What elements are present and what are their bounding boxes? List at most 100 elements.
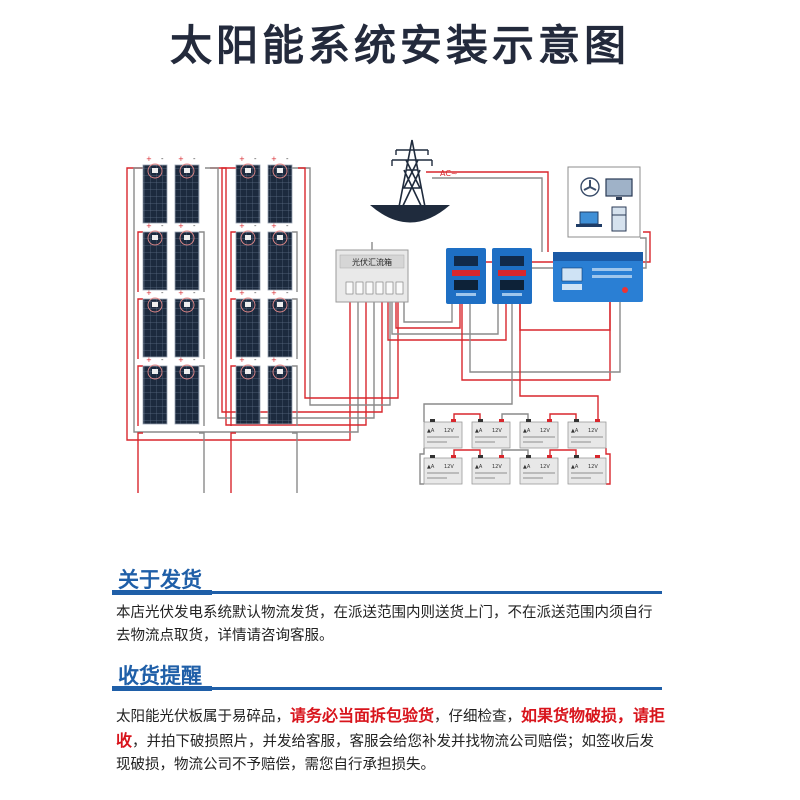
positive-wire bbox=[519, 304, 599, 422]
positive-wire bbox=[461, 300, 611, 381]
battery: ▲A 12V bbox=[567, 419, 607, 449]
negative-terminal-label: - bbox=[254, 289, 257, 297]
battery-spec-label: 12V bbox=[540, 464, 550, 470]
solar-panel: +- bbox=[142, 155, 168, 224]
solar-panel: +- bbox=[267, 155, 293, 224]
inverter bbox=[553, 252, 643, 302]
negative-wire bbox=[292, 432, 298, 493]
refrigerator-icon bbox=[611, 206, 627, 232]
negative-terminal-label: - bbox=[193, 222, 196, 230]
negative-wire bbox=[469, 300, 621, 373]
negative-wire bbox=[640, 237, 647, 269]
charge-controller bbox=[492, 248, 532, 304]
positive-terminal-label: + bbox=[146, 356, 152, 364]
negative-wire bbox=[292, 231, 298, 292]
solar-panel-array: +-+-+-+-+-+-+-+-+-+-+-+-+-+-+-+- bbox=[142, 155, 293, 425]
solar-panel: +- bbox=[174, 222, 200, 291]
negative-terminal-label: - bbox=[193, 155, 196, 163]
battery-spec-label: 12V bbox=[540, 428, 550, 434]
breaker bbox=[385, 281, 394, 295]
battery: ▲A 12V bbox=[471, 455, 511, 485]
receipt-text-part2: ，仔细检查， bbox=[434, 709, 522, 725]
page-title: 太阳能系统安装示意图 bbox=[169, 21, 630, 70]
battery-brand-label: ▲A bbox=[523, 428, 531, 434]
breaker bbox=[365, 281, 374, 295]
positive-terminal-label: + bbox=[239, 222, 245, 230]
shipping-divider bbox=[112, 590, 662, 595]
negative-terminal-label: - bbox=[254, 222, 257, 230]
battery-brand-label: ▲A bbox=[571, 428, 579, 434]
battery-link bbox=[549, 413, 577, 419]
positive-terminal-label: + bbox=[178, 289, 184, 297]
solar-panel: +- bbox=[235, 356, 261, 425]
positive-wire bbox=[230, 365, 236, 426]
negative-terminal-label: - bbox=[161, 289, 164, 297]
battery-spec-label: 12V bbox=[588, 428, 598, 434]
positive-terminal-label: + bbox=[146, 222, 152, 230]
solar-panel: +- bbox=[142, 289, 168, 358]
negative-terminal-label: - bbox=[286, 289, 289, 297]
positive-wire bbox=[230, 231, 236, 292]
breaker bbox=[355, 281, 364, 295]
negative-wire bbox=[391, 302, 499, 335]
battery-spec-label: 12V bbox=[492, 428, 502, 434]
battery-spec-label: 12V bbox=[492, 464, 502, 470]
negative-wire bbox=[133, 167, 359, 433]
positive-terminal-label: + bbox=[239, 155, 245, 163]
receipt-text: 太阳能光伏板属于易碎品，请务必当面拆包验货，仔细检查，如果货物破损，请拒收，并拍… bbox=[116, 704, 666, 777]
shipping-section-title: 关于发货 bbox=[118, 568, 202, 592]
battery-brand-label: ▲A bbox=[427, 464, 435, 470]
ac-label: AC~ bbox=[440, 169, 458, 178]
negative-wire bbox=[423, 304, 513, 422]
combiner-box-label: 光伏汇流箱 bbox=[352, 257, 392, 267]
negative-wire bbox=[199, 365, 205, 426]
battery: ▲A 12V bbox=[519, 455, 559, 485]
transmission-tower-icon bbox=[370, 139, 450, 223]
receipt-emphasis-inspect: 请务必当面拆包验货 bbox=[290, 706, 435, 725]
positive-terminal-label: + bbox=[271, 289, 277, 297]
negative-wire bbox=[432, 177, 543, 252]
negative-terminal-label: - bbox=[254, 356, 257, 364]
wiring bbox=[126, 167, 651, 493]
battery-brand-label: ▲A bbox=[427, 428, 435, 434]
battery-brand-label: ▲A bbox=[523, 464, 531, 470]
negative-wire bbox=[205, 167, 375, 419]
positive-wire bbox=[137, 298, 143, 359]
positive-wire bbox=[387, 302, 507, 341]
laptop-icon bbox=[576, 211, 602, 227]
solar-panel: +- bbox=[235, 222, 261, 291]
positive-terminal-label: + bbox=[239, 356, 245, 364]
positive-terminal-label: + bbox=[146, 289, 152, 297]
positive-terminal-label: + bbox=[178, 356, 184, 364]
negative-terminal-label: - bbox=[193, 356, 196, 364]
positive-wire bbox=[605, 448, 611, 485]
solar-system-diagram: +-+-+-+-+-+-+-+-+-+-+-+-+-+-+-+- AC~ 光伏汇… bbox=[126, 139, 651, 493]
receipt-text-part3: ，并拍下破损照片，并发给客服，客服会给您补发并找物流公司赔偿；如签收后发现破损，… bbox=[116, 734, 655, 773]
battery-brand-label: ▲A bbox=[475, 464, 483, 470]
negative-wire bbox=[199, 298, 205, 359]
positive-wire bbox=[298, 167, 399, 399]
positive-terminal-label: + bbox=[178, 222, 184, 230]
battery-link bbox=[453, 449, 481, 455]
positive-wire bbox=[426, 171, 549, 252]
negative-terminal-label: - bbox=[161, 356, 164, 364]
solar-panel: +- bbox=[235, 155, 261, 224]
negative-terminal-label: - bbox=[193, 289, 196, 297]
battery-spec-label: 12V bbox=[588, 464, 598, 470]
negative-terminal-label: - bbox=[254, 155, 257, 163]
positive-wire bbox=[137, 432, 143, 493]
battery-link bbox=[549, 449, 577, 455]
negative-wire bbox=[403, 302, 453, 323]
fan-icon bbox=[580, 177, 600, 197]
positive-terminal-label: + bbox=[178, 155, 184, 163]
battery-link bbox=[453, 413, 481, 419]
receipt-text-part1: 太阳能光伏板属于易碎品， bbox=[116, 709, 290, 725]
positive-terminal-label: + bbox=[271, 356, 277, 364]
battery-brand-label: ▲A bbox=[571, 464, 579, 470]
solar-panel: +- bbox=[142, 222, 168, 291]
negative-terminal-label: - bbox=[161, 155, 164, 163]
positive-terminal-label: + bbox=[271, 222, 277, 230]
negative-wire bbox=[199, 432, 205, 493]
